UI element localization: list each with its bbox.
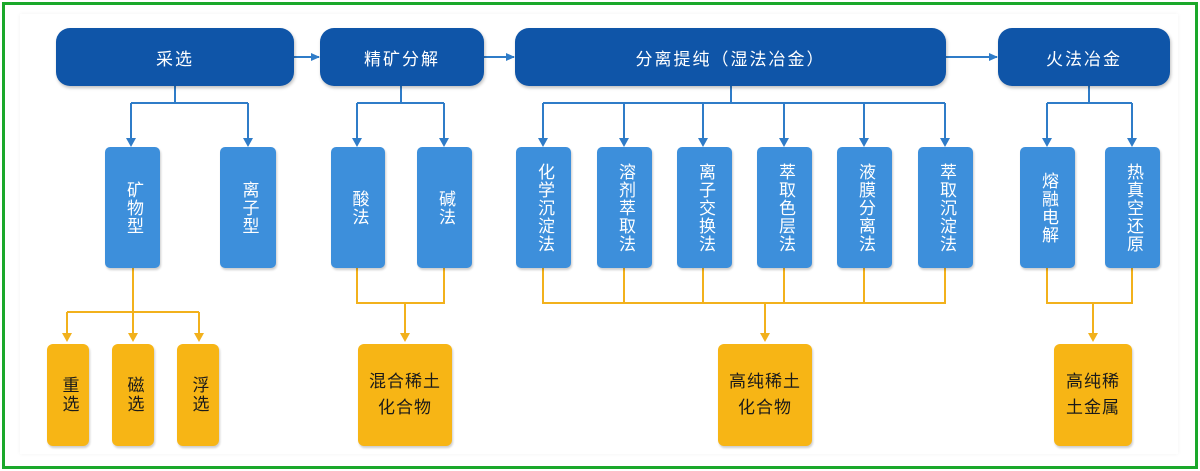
product-mixed-rare-earth-compounds: 混合稀土化合物 (358, 344, 452, 446)
method-mineral-type: 矿物型 (105, 147, 160, 268)
product-high-purity-rare-earth-metals: 高纯稀土金属 (1054, 344, 1132, 446)
stage-concentrate-decomposition: 精矿分解 (320, 28, 484, 86)
method-solvent-extraction: 溶剂萃取法 (597, 147, 652, 268)
product-high-purity-rare-earth-compounds: 高纯稀土化合物 (718, 344, 812, 446)
stage-pyrometallurgy: 火法冶金 (998, 28, 1170, 86)
gold-pyro (1046, 268, 1133, 338)
stage-hydrometallurgy: 分离提纯（湿法冶金） (515, 28, 946, 86)
method-thermal-vacuum-reduction: 热真空还原 (1105, 147, 1160, 268)
process-magnetic-separation: 磁选 (112, 344, 154, 446)
method-ionic-type: 离子型 (220, 147, 276, 268)
method-chemical-precipitation: 化学沉淀法 (516, 147, 571, 268)
process-flotation: 浮选 (177, 344, 219, 446)
method-molten-electrolysis: 熔融电解 (1020, 147, 1075, 268)
method-liquid-membrane: 液膜分离法 (837, 147, 892, 268)
method-extraction-chromatography: 萃取色层法 (757, 147, 812, 268)
stage-mining: 采选 (56, 28, 294, 86)
method-alkali: 碱法 (417, 147, 472, 268)
gold-separation (542, 268, 946, 338)
gold-decomposition (356, 268, 445, 338)
method-acid: 酸法 (331, 147, 385, 268)
branch-mining (130, 86, 249, 145)
method-extraction-precipitation: 萃取沉淀法 (918, 147, 973, 268)
process-gravity-separation: 重选 (47, 344, 89, 446)
branch-concentrate (356, 86, 445, 145)
method-ion-exchange: 离子交换法 (677, 147, 732, 268)
branch-pyro (1046, 86, 1133, 145)
gold-beneficiation (66, 268, 200, 338)
branch-hydro (542, 86, 946, 145)
